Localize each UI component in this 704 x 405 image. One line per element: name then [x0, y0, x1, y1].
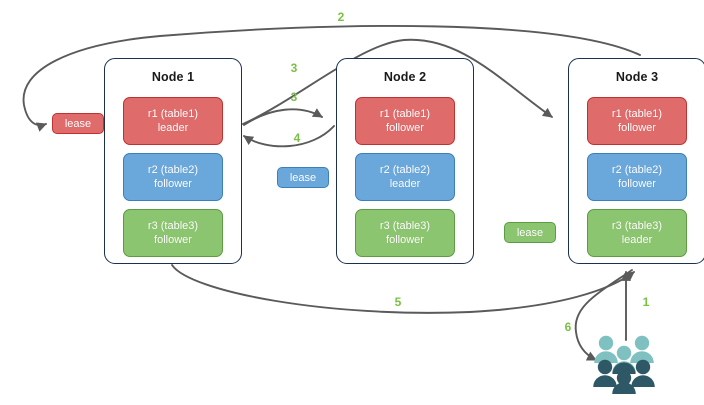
replica-r1[interactable]: r1 (table1) leader [123, 97, 223, 145]
people-front-row [593, 359, 655, 394]
step-label-1: 1 [642, 295, 650, 309]
replica-r2[interactable]: r2 (table2) leader [355, 153, 455, 201]
step-label-6: 6 [564, 320, 572, 334]
replica-name: r1 (table1) [611, 108, 663, 120]
replica-r3[interactable]: r3 (table3) follower [123, 209, 223, 257]
node-container-1[interactable]: Node 1 r1 (table1) leader r2 (table2) fo… [104, 58, 242, 264]
replica-name: r1 (table1) [379, 108, 431, 120]
replica-role: follower [154, 178, 192, 190]
replica-name: r3 (table3) [611, 220, 663, 232]
replica-name: r2 (table2) [147, 164, 199, 176]
replica-r2[interactable]: r2 (table2) follower [123, 153, 223, 201]
node-title: Node 3 [615, 70, 659, 84]
replica-r3[interactable]: r3 (table3) leader [587, 209, 687, 257]
replica-role: follower [618, 178, 656, 190]
replica-name: r3 (table3) [379, 220, 431, 232]
replica-role: leader [621, 234, 653, 246]
lease-badge-r1[interactable]: lease [52, 113, 104, 134]
arrow-step-3-lower [243, 108, 323, 126]
replica-role: leader [389, 178, 421, 190]
step-label-3b: 3 [290, 90, 298, 104]
step-label-3a: 3 [290, 61, 298, 75]
lease-badge-r3[interactable]: lease [504, 222, 556, 243]
replica-r1[interactable]: r1 (table1) follower [355, 97, 455, 145]
replica-name: r2 (table2) [379, 164, 431, 176]
people-group-icon [593, 335, 655, 394]
replica-role: follower [386, 122, 424, 134]
node-title: Node 2 [383, 70, 427, 84]
step-label-2: 2 [337, 10, 345, 24]
replica-role: follower [386, 234, 424, 246]
node-container-2[interactable]: Node 2 r1 (table1) follower r2 (table2) … [336, 58, 474, 264]
step-label-4: 4 [293, 131, 301, 145]
replica-r1[interactable]: r1 (table1) follower [587, 97, 687, 145]
lease-badge-r2[interactable]: lease [277, 167, 329, 188]
node-title: Node 1 [151, 70, 195, 84]
replica-r2[interactable]: r2 (table2) follower [587, 153, 687, 201]
replica-name: r2 (table2) [611, 164, 663, 176]
replica-role: follower [618, 122, 656, 134]
replica-name: r3 (table3) [147, 220, 199, 232]
replica-name: r1 (table1) [147, 108, 199, 120]
replica-r3[interactable]: r3 (table3) follower [355, 209, 455, 257]
replica-role: follower [154, 234, 192, 246]
replica-role: leader [157, 122, 189, 134]
step-label-5: 5 [394, 295, 402, 309]
node-container-3[interactable]: Node 3 r1 (table1) follower r2 (table2) … [568, 58, 704, 264]
